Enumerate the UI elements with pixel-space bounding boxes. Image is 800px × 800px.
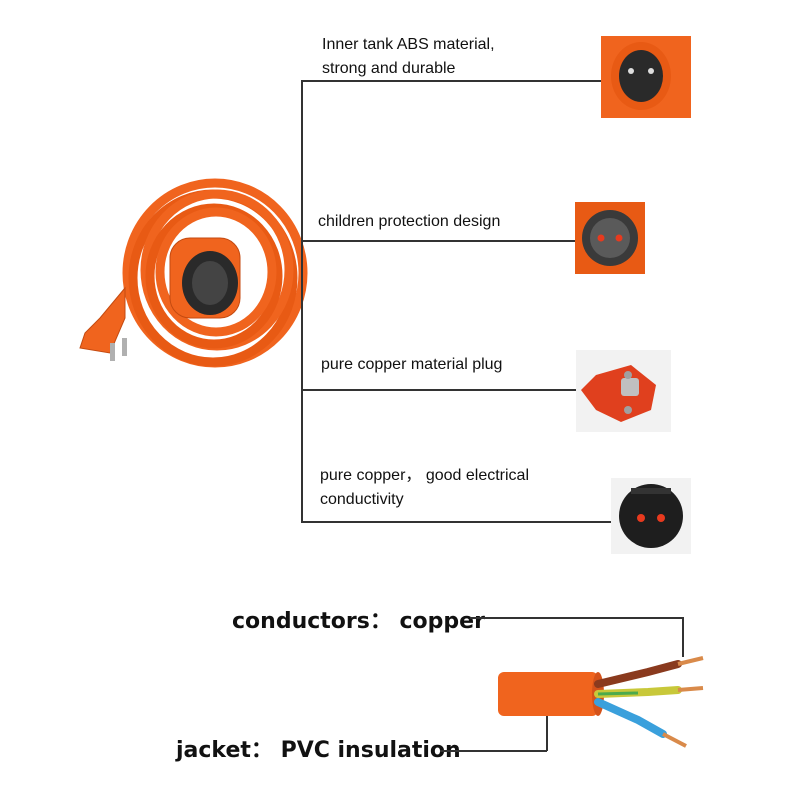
feature-3-text: pure copper material plug — [321, 356, 503, 373]
feature-2-text: children protection design — [318, 213, 501, 230]
feature-1-line — [301, 80, 601, 82]
feature-2-image — [575, 202, 645, 274]
feature-1-image — [601, 36, 691, 118]
feature-2-line — [301, 240, 575, 242]
feature-1-text: Inner tank ABS material, strong and dura… — [322, 36, 495, 77]
conductors-leader-horizontal — [470, 617, 683, 619]
feature-3-image — [576, 350, 671, 432]
cable-cross-section-image — [498, 656, 704, 748]
conductors-leader-vertical — [682, 617, 684, 657]
jacket-leader-horizontal — [440, 750, 547, 752]
feature-3-line — [301, 389, 576, 391]
bracket-vertical-line — [301, 80, 303, 523]
jacket-label: jacket： PVC insulation — [176, 738, 461, 763]
feature-4-text: pure copper， good electrical conductivit… — [320, 467, 530, 508]
feature-4-image — [611, 478, 691, 554]
conductors-label: conductors： copper — [232, 609, 485, 634]
extension-cord-coil-image — [79, 178, 308, 368]
jacket-leader-vertical — [546, 710, 548, 751]
feature-4-line — [301, 521, 611, 523]
